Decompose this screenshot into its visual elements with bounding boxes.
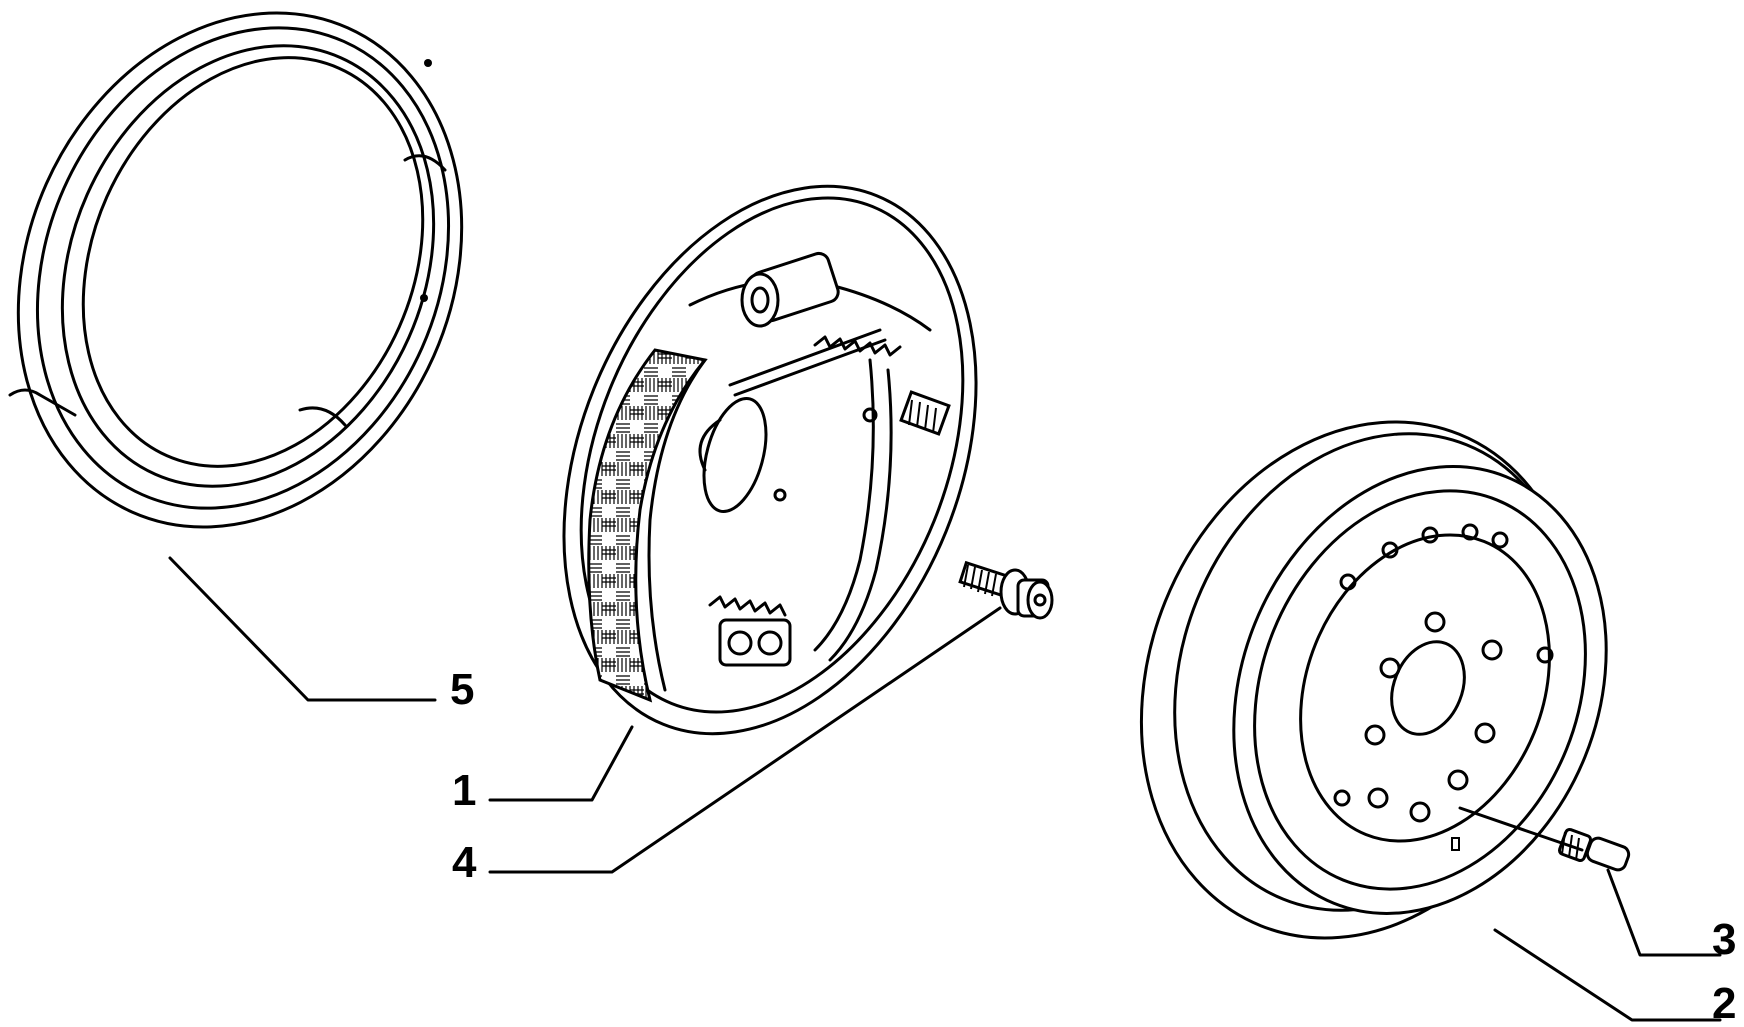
bolt-part — [958, 560, 1054, 620]
leader-line-4 — [488, 606, 1002, 874]
brake-shoe-assembly-part — [562, 184, 978, 736]
leader-line-3 — [1458, 806, 1722, 957]
callout-label-5: 5 — [450, 665, 474, 714]
seal-ring-part — [8, 11, 464, 529]
brake-drum-part — [1139, 420, 1608, 940]
callout-label-4: 4 — [452, 838, 477, 887]
leader-lines — [168, 556, 1722, 1022]
drum-bolt-holes — [1333, 523, 1554, 823]
callout-labels: 5 1 4 3 2 — [450, 665, 1736, 1027]
callout-label-3: 3 — [1712, 915, 1736, 964]
leader-line-1 — [488, 725, 634, 802]
plate-stud — [899, 390, 951, 436]
callout-label-2: 2 — [1712, 979, 1736, 1027]
wheel-stud-part — [1557, 827, 1631, 872]
leader-line-5 — [168, 556, 437, 702]
callout-label-1: 1 — [452, 766, 476, 815]
leader-line-2 — [1493, 928, 1722, 1022]
